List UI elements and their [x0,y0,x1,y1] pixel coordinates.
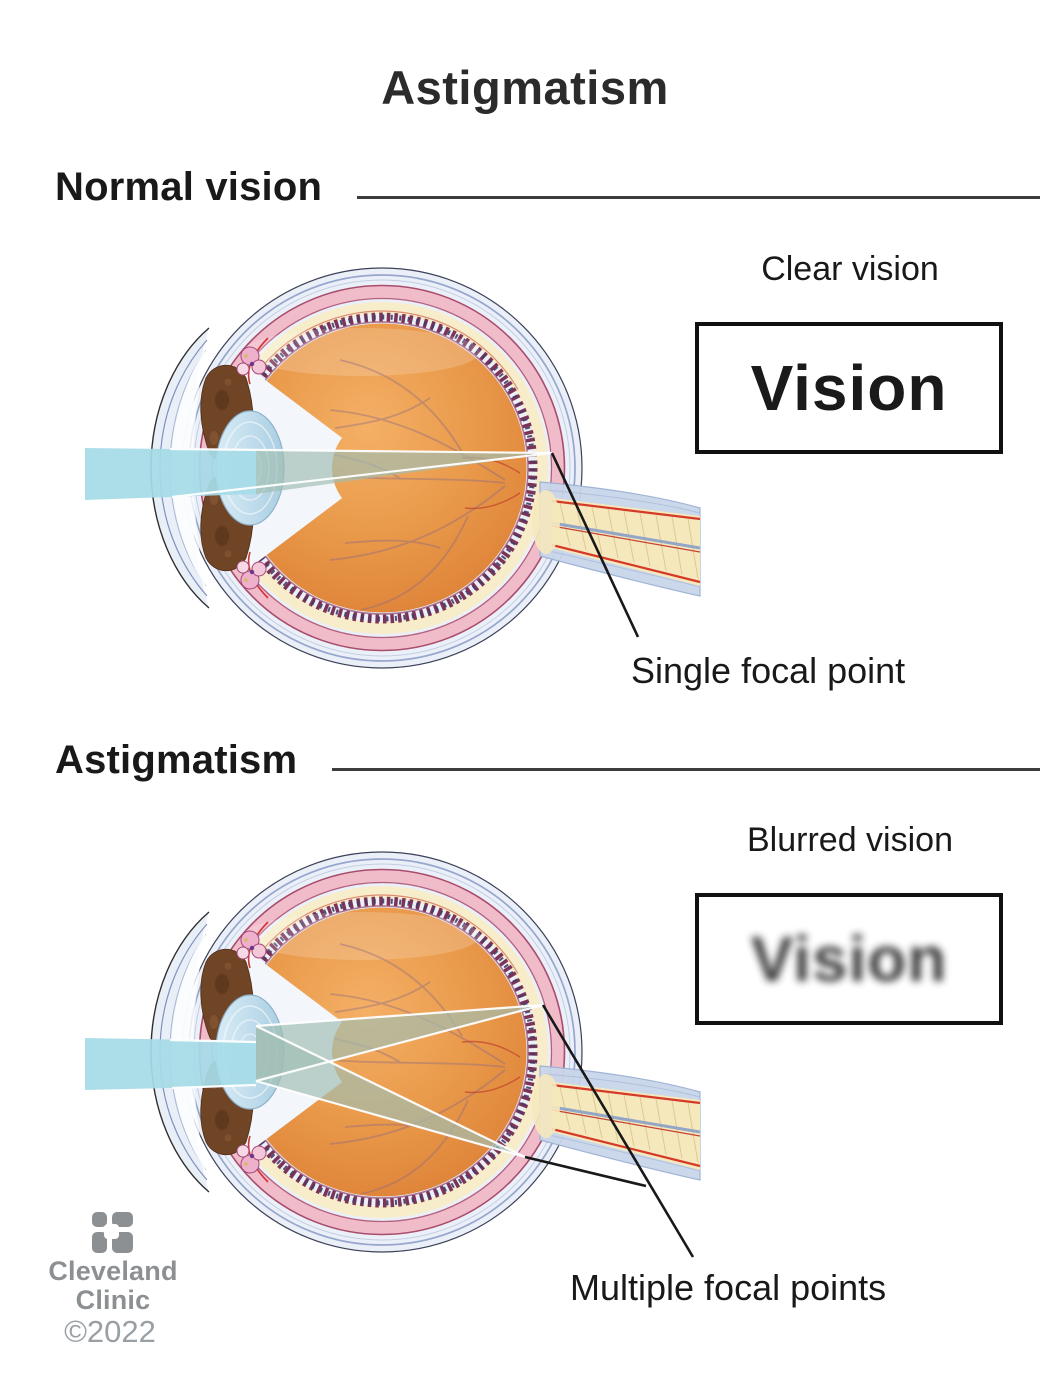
vision-sample-box-clear: Vision [695,322,1003,454]
cleveland-clinic-logo-icon [92,1212,133,1253]
brand-line-1: Cleveland [48,1256,178,1286]
vision-result-label-clear: Clear vision [761,250,939,288]
copyright-text: ©2022 [64,1314,156,1349]
astigmatism-eye-illustration [85,851,701,1258]
logo-quadrant [92,1212,107,1227]
logo-quadrant [112,1212,133,1227]
vision-sample-box-blurred: Vision [695,893,1003,1025]
brand-name: Cleveland Clinic [38,1257,188,1315]
section-rule-astigmatism [332,768,1040,771]
section-rule-normal [357,196,1040,199]
vision-sample-word-blurred: Vision [750,923,948,995]
focal-point-label-multiple: Multiple focal points [570,1267,887,1308]
logo-quadrant [92,1232,107,1253]
logo-center-cutout [104,1224,119,1239]
vision-result-label-blurred: Blurred vision [747,821,953,859]
focal-point-label-single: Single focal point [631,650,906,691]
section-heading-normal-vision: Normal vision [55,165,323,209]
vision-sample-word-clear: Vision [750,352,948,424]
brand-line-2: Clinic [75,1284,151,1315]
section-heading-astigmatism: Astigmatism [55,738,298,782]
normal-eye-illustration [85,267,701,669]
page-title: Astigmatism [381,61,669,114]
